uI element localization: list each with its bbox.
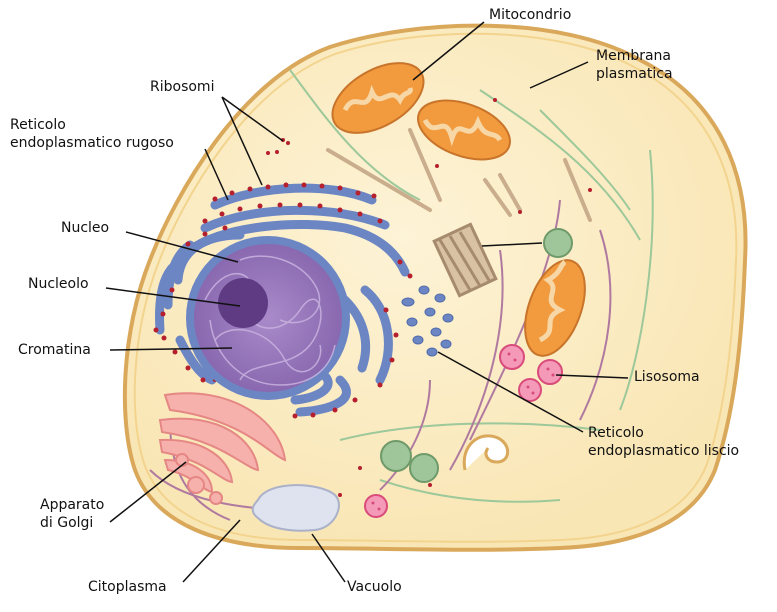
mitochondrion-2 (417, 99, 511, 161)
nucleolus (218, 278, 268, 328)
lysosome-dots (371, 352, 555, 511)
lysosomes (364, 344, 563, 518)
vacuole (251, 484, 340, 532)
microtubules (326, 128, 592, 222)
label-vacuolo: Vacuolo (347, 579, 402, 595)
cell-membrane (122, 23, 748, 552)
label-rel-line2: endoplasmatico liscio (588, 443, 740, 459)
label-citoplasma: Citoplasma (88, 579, 167, 595)
label-membrana-line1: Membrana (596, 48, 672, 64)
label-nucleolo: Nucleolo (28, 276, 89, 292)
smooth-er (401, 285, 454, 357)
centrioles (432, 222, 498, 298)
vesicle-green-3 (409, 453, 439, 483)
label-rer-line2: endoplasmatico rugoso (10, 135, 174, 151)
label-golgi-line1: Apparato (40, 497, 105, 513)
mitochondrion-3 (524, 259, 586, 357)
golgi-apparatus (158, 392, 287, 505)
vesicle-green-1 (543, 228, 573, 258)
label-golgi-line2: di Golgi (40, 515, 94, 531)
nucleus (194, 244, 342, 392)
leader-lines (105, 21, 629, 583)
vesicle-green-2 (380, 440, 412, 472)
label-nucleo: Nucleo (61, 220, 110, 236)
label-mitocondrio: Mitocondrio (489, 7, 572, 23)
membrane-indentation (462, 434, 510, 471)
label-lisosoma: Lisosoma (634, 369, 700, 385)
cell-membrane-inner (133, 32, 738, 543)
label-rer-line1: Reticolo (10, 117, 66, 133)
label-cromatina: Cromatina (18, 342, 91, 358)
rough-er (155, 183, 410, 417)
label-ribosomi: Ribosomi (150, 79, 215, 95)
label-rel-line1: Reticolo (588, 425, 644, 441)
label-membrana-line2: plasmatica (596, 66, 673, 82)
